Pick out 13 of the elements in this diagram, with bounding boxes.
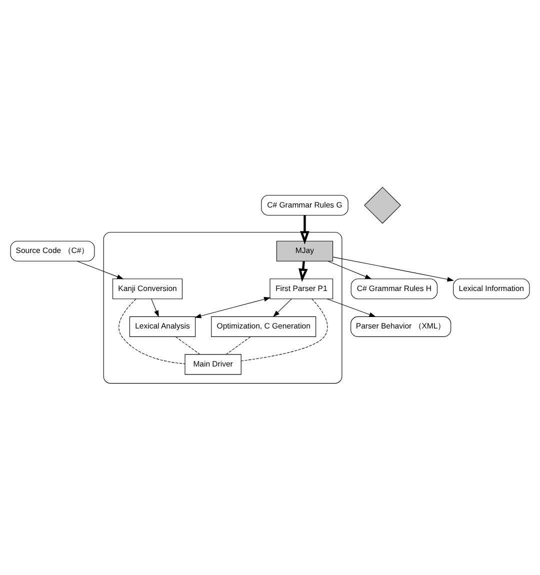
arrow: [76, 260, 124, 280]
arrow: [326, 298, 376, 317]
arrow: [194, 297, 271, 318]
arrow: [273, 298, 292, 317]
arrow: [151, 298, 159, 318]
connector: [176, 336, 200, 355]
arrow: [332, 256, 454, 282]
connector: [226, 336, 251, 355]
connector: [241, 298, 328, 362]
node-cross: [364, 186, 401, 224]
arrow: [328, 260, 372, 280]
connector: [118, 298, 186, 364]
arrow: [300, 215, 310, 244]
